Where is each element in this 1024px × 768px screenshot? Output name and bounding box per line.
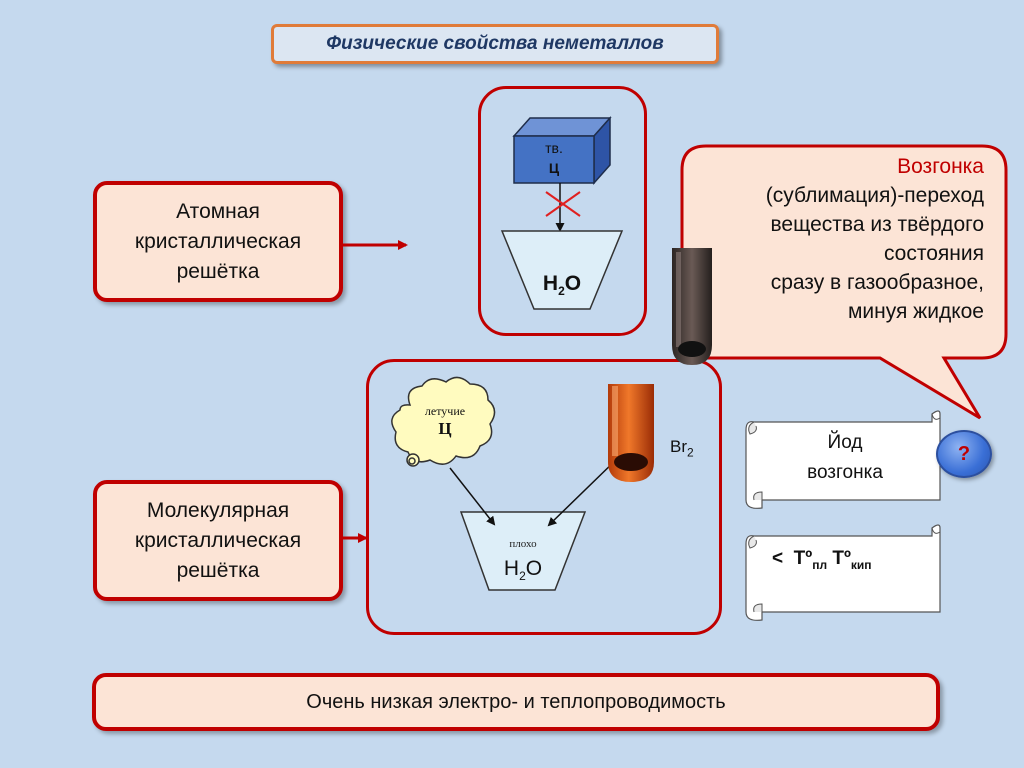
question-button[interactable]: ? [936,430,992,478]
cube-line2: Ц [548,160,560,176]
conductivity-box: Очень низкая электро- и теплопроводимост… [92,673,940,731]
molecular-line2: кристаллическая [134,528,302,552]
cross-icon [545,191,581,217]
bromine-sub: 2 [687,445,694,460]
atomic-line2: кристаллическая [134,229,302,253]
iodine-tube-image [672,248,712,365]
bromine-label: Br2 [670,437,694,459]
callout-line2: вещества из твёрдого [770,213,984,236]
water-bottom-label: H2O [461,557,585,583]
scroll-iodine [745,410,941,509]
sublimation-callout [680,144,1008,420]
cloud-to-beaker-arrow [449,467,496,526]
cloud-label: летучие Ц [398,404,492,439]
conductivity-text: Очень низкая электро- и теплопроводимост… [306,691,726,713]
scroll-iodine-line1: Йод [827,432,863,453]
scroll-temp-text: < Тºпл Тºкип [772,548,872,572]
scroll-iodine-line2: возгонка [807,462,883,483]
cloud-line1: летучие [424,404,466,418]
callout-text: Возгонка (сублимация)-переход вещества и… [700,152,984,326]
cube-label: тв. Ц [514,138,594,178]
molecular-lattice-box: Молекулярная кристаллическая решётка [93,480,343,601]
atomic-line3: решётка [176,259,260,283]
molecular-line3: решётка [176,558,260,582]
callout-line4: сразу в газообразное, [770,271,984,294]
poorly-note: плохо [509,538,537,550]
molecular-line1: Молекулярная [146,498,290,522]
cube-line1: тв. [545,140,563,156]
scroll-temperature [745,524,941,621]
bromine-base: Br [670,437,687,456]
water-top-label: H2O [502,272,622,298]
callout-line5: минуя жидкое [847,300,984,323]
water-top-sub: 2 [558,284,565,299]
less-than-sign: < [772,548,784,569]
beaker-bottom [459,511,587,591]
cloud-line2: Ц [438,419,452,438]
temp-melt-sub: пл [812,557,828,572]
atomic-line1: Атомная [176,199,260,223]
water-bottom-tail: O [525,557,543,580]
callout-heading: Возгонка [897,155,984,178]
question-mark: ? [957,442,971,465]
title-box: Физические свойства неметаллов [271,24,719,64]
bromine-tube-image [608,384,654,482]
water-bottom-sub: 2 [519,569,526,584]
molecular-frame [366,359,722,635]
water-top-tail: O [564,272,582,295]
beaker-top [500,230,624,310]
water-bottom-base: H [503,557,520,580]
bromine-to-beaker-arrow [547,455,621,527]
page-title: Физические свойства неметаллов [326,33,664,54]
water-top-base: H [542,272,559,295]
temp-boil-sub: кип [850,557,872,572]
solid-cube [512,116,612,185]
atomic-frame [478,86,647,336]
callout-line1: (сублимация)-переход [765,184,984,207]
temp-boil: Тº [832,548,851,569]
cloud-shape [391,376,496,467]
atomic-lattice-box: Атомная кристаллическая решётка [93,181,343,302]
temp-melt: Тº [793,548,813,569]
callout-line3: состояния [883,242,984,265]
scroll-iodine-text: Йод возгонка [760,428,930,488]
